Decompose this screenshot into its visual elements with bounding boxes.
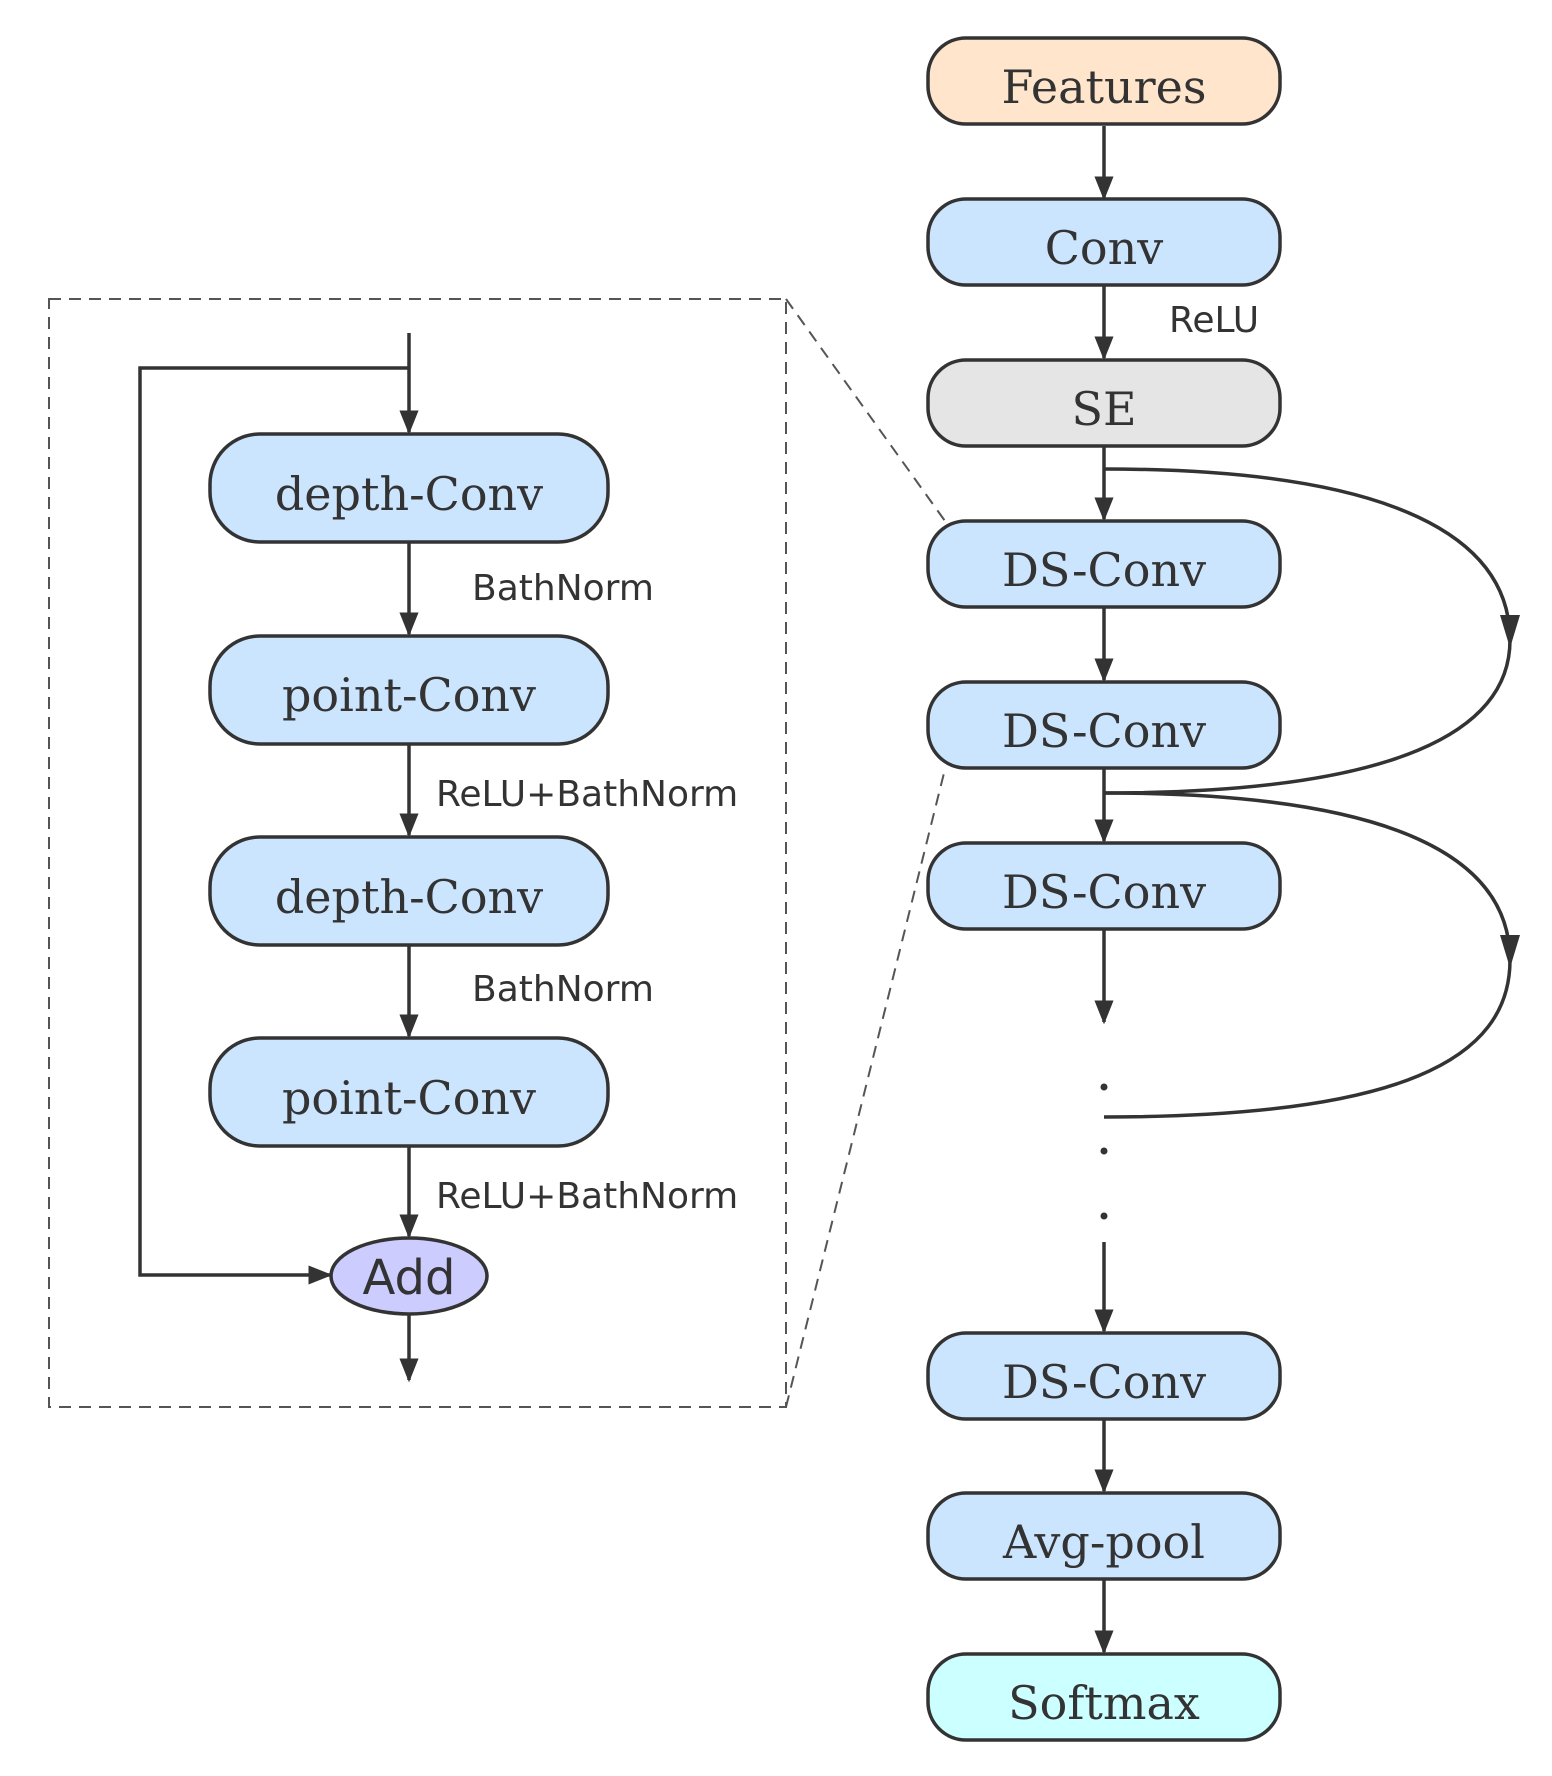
inset-label-relu-bathnorm-1: ReLU+BathNorm bbox=[436, 774, 738, 815]
ellipsis-dot-1 bbox=[1100, 1083, 1108, 1091]
inset-dashed-frame bbox=[48, 298, 787, 1408]
node-avg-pool: Avg-pool bbox=[926, 1491, 1282, 1581]
skip-arrow-1 bbox=[1500, 615, 1520, 648]
inset-residual-path bbox=[138, 366, 409, 1285]
node-se: SE bbox=[926, 358, 1282, 448]
node-features: Features bbox=[926, 36, 1282, 126]
node-ds-conv-2: DS-Conv bbox=[926, 680, 1282, 770]
inset-node-point-conv-2: point-Conv bbox=[208, 1036, 610, 1148]
zoom-line-top bbox=[785, 298, 946, 522]
node-ds-conv-3-label: DS-Conv bbox=[1002, 865, 1206, 919]
node-conv: Conv bbox=[926, 197, 1282, 287]
inset-depth-conv-2-label: depth-Conv bbox=[275, 870, 543, 924]
zoom-line-bottom bbox=[785, 768, 946, 1408]
ellipsis-dot-2 bbox=[1100, 1147, 1108, 1155]
skip-arrow-2 bbox=[1500, 935, 1520, 968]
node-ds-conv-3: DS-Conv bbox=[926, 841, 1282, 931]
inset-point-conv-2-label: point-Conv bbox=[282, 1071, 536, 1125]
node-ds-conv-last-label: DS-Conv bbox=[1002, 1355, 1206, 1409]
node-se-label: SE bbox=[1071, 382, 1136, 436]
ellipsis-dot-3 bbox=[1100, 1212, 1108, 1220]
inset-node-depth-conv-1: depth-Conv bbox=[208, 432, 610, 544]
node-softmax-label: Softmax bbox=[1008, 1676, 1200, 1730]
node-conv-label: Conv bbox=[1045, 221, 1164, 275]
inset-point-conv-1-label: point-Conv bbox=[282, 668, 536, 722]
node-features-label: Features bbox=[1002, 60, 1207, 114]
inset-node-depth-conv-2: depth-Conv bbox=[208, 835, 610, 947]
node-ds-conv-1-label: DS-Conv bbox=[1002, 543, 1206, 597]
inset-label-relu-bathnorm-2: ReLU+BathNorm bbox=[436, 1176, 738, 1217]
inset-label-bathnorm-2: BathNorm bbox=[472, 969, 654, 1010]
node-ds-conv-2-label: DS-Conv bbox=[1002, 704, 1206, 758]
node-avg-pool-label: Avg-pool bbox=[1002, 1515, 1205, 1569]
label-relu: ReLU bbox=[1169, 300, 1259, 341]
node-ds-conv-1: DS-Conv bbox=[926, 519, 1282, 609]
node-ds-conv-last: DS-Conv bbox=[926, 1331, 1282, 1421]
inset-node-add: Add bbox=[329, 1236, 489, 1316]
node-softmax: Softmax bbox=[926, 1652, 1282, 1742]
inset-node-point-conv-1: point-Conv bbox=[208, 634, 610, 746]
inset-depth-conv-1-label: depth-Conv bbox=[275, 467, 543, 521]
inset-add-label: Add bbox=[363, 1250, 456, 1306]
inset-label-bathnorm-1: BathNorm bbox=[472, 568, 654, 609]
